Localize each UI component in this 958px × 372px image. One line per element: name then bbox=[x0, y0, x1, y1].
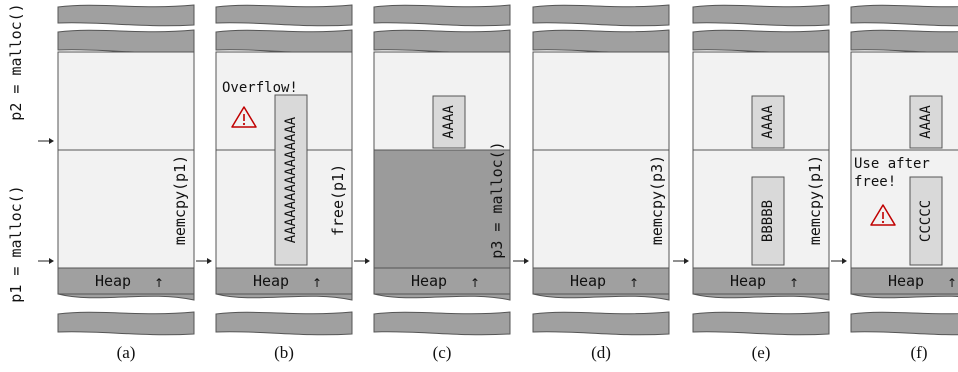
operation-label: memcpy(p3) bbox=[648, 155, 666, 245]
heap-grow-arrow-icon: ↑ bbox=[947, 276, 957, 290]
heap-label: Heap bbox=[730, 272, 766, 290]
memory-strip-top bbox=[532, 4, 670, 27]
heap-panel-d: Heap ↑ (d) p3 = malloc() bbox=[488, 4, 670, 362]
operation-label: free(p1) bbox=[329, 164, 347, 236]
memory-region bbox=[57, 51, 195, 269]
data-block-label: AAAA bbox=[760, 105, 776, 139]
data-block bbox=[751, 95, 785, 149]
memory-strip-top bbox=[532, 29, 670, 54]
memory-strip-top bbox=[692, 4, 830, 27]
heap-grow-arrow-icon: ↑ bbox=[470, 276, 480, 290]
pointer-arrow bbox=[38, 258, 54, 264]
operation-label: memcpy(p1) bbox=[171, 155, 189, 245]
heap-band bbox=[532, 267, 670, 295]
memory-strip-top bbox=[57, 4, 195, 27]
heap-label: Heap bbox=[570, 272, 606, 290]
memory-strip-bottom bbox=[373, 311, 511, 336]
heap-band bbox=[215, 267, 353, 295]
pointer-arrow bbox=[354, 258, 370, 264]
data-block bbox=[909, 176, 943, 266]
pointer-arrow bbox=[673, 258, 689, 264]
pointer-arrow bbox=[831, 258, 847, 264]
panel-caption: (d) bbox=[591, 343, 611, 362]
data-block bbox=[274, 94, 308, 266]
warning-triangle-icon bbox=[231, 106, 257, 128]
operation-label: memcpy(p1) bbox=[806, 155, 824, 245]
data-block-label: AAAA bbox=[918, 105, 934, 139]
heap-label: Heap bbox=[888, 272, 924, 290]
memory-strip-bottom bbox=[215, 311, 353, 336]
pointer-arrow bbox=[38, 138, 54, 144]
heap-panel-e: Heap ↑ (e) memcpy(p3) AAAA BBBBB bbox=[648, 4, 830, 362]
warning-triangle-icon bbox=[870, 204, 896, 226]
memory-strip-top bbox=[692, 29, 830, 54]
heap-band bbox=[850, 267, 958, 295]
panel-caption: (c) bbox=[433, 343, 452, 362]
heap-grow-arrow-icon: ↑ bbox=[629, 276, 639, 290]
memory-strip-top bbox=[215, 29, 353, 54]
heap-label: Heap bbox=[411, 272, 447, 290]
data-block-label: BBBBB bbox=[760, 200, 776, 242]
heap-band bbox=[692, 267, 830, 295]
memory-strip-top bbox=[57, 29, 195, 54]
heap-grow-arrow-icon: ↑ bbox=[154, 276, 164, 290]
memory-strip-top bbox=[373, 4, 511, 27]
memory-strip-top bbox=[850, 4, 958, 27]
pointer-arrow bbox=[196, 258, 212, 264]
heap-label: Heap bbox=[95, 272, 131, 290]
data-block-label: CCCCC bbox=[918, 200, 934, 242]
heap-panel-a: Heap ↑ (a) p1 = malloc() p2 = malloc() bbox=[7, 3, 195, 362]
operation-label: p1 = malloc() bbox=[7, 185, 25, 302]
heap-label: Heap bbox=[253, 272, 289, 290]
memory-strip-top bbox=[850, 29, 958, 54]
heap-grow-arrow-icon: ↑ bbox=[312, 276, 322, 290]
panel-caption: (a) bbox=[117, 343, 136, 362]
heap-band bbox=[373, 267, 511, 295]
memory-strip-bottom bbox=[57, 311, 195, 336]
operation-label: p2 = malloc() bbox=[7, 3, 25, 120]
memory-strip-bottom bbox=[850, 311, 958, 336]
operation-label: p3 = malloc() bbox=[488, 141, 506, 258]
heap-band bbox=[57, 267, 195, 295]
memory-strip-top bbox=[215, 4, 353, 27]
data-block-label: AAAAAAAAAAAAAAA bbox=[283, 116, 299, 243]
heap-panel-b: Heap ↑ (b) memcpy(p1) AAAAAAAAAAAAAAA Overflo… bbox=[171, 4, 353, 362]
panel-caption: (e) bbox=[752, 343, 771, 362]
memory-strip-bottom bbox=[532, 311, 670, 336]
heap-panel-c: Heap ↑ (c) free(p1) AAAA bbox=[329, 4, 511, 362]
data-block bbox=[909, 95, 943, 149]
panel-caption: (b) bbox=[274, 343, 294, 362]
memory-region bbox=[532, 51, 670, 269]
data-block bbox=[751, 176, 785, 266]
memory-strip-top bbox=[373, 29, 511, 54]
warning-text: Overflow! bbox=[222, 80, 298, 96]
data-block bbox=[432, 95, 466, 149]
panel-caption: (f) bbox=[911, 343, 928, 362]
heap-grow-arrow-icon: ↑ bbox=[789, 276, 799, 290]
pointer-arrow bbox=[513, 258, 529, 264]
data-block-label: AAAA bbox=[441, 105, 457, 139]
memory-strip-bottom bbox=[692, 311, 830, 336]
